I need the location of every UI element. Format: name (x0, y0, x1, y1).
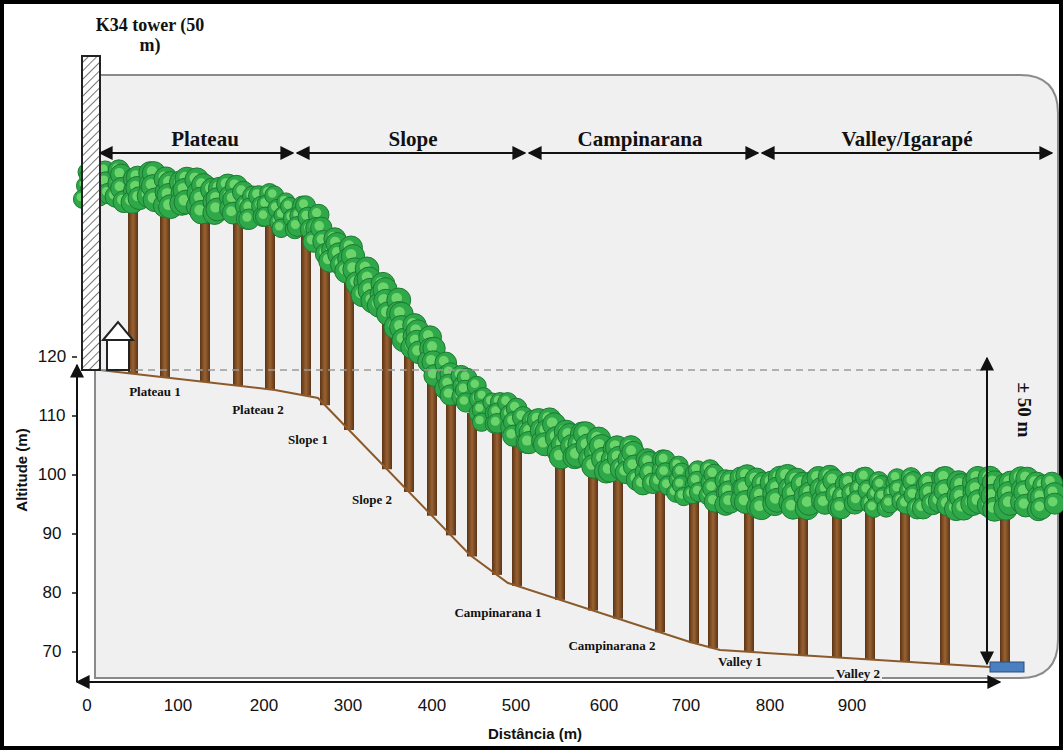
tree-trunk (467, 413, 477, 557)
zone-arrow (762, 152, 1052, 154)
y-tick-label: 80 (43, 584, 62, 603)
zone-label: Valley/Igarapé (841, 128, 972, 151)
x-tick-label: 700 (672, 697, 700, 716)
tree-trunk (798, 508, 808, 655)
tree-trunk (200, 213, 210, 382)
x-tick-label: 100 (164, 697, 192, 716)
reference-line (100, 369, 985, 371)
x-tick-label: 300 (334, 697, 362, 716)
tree-trunk (708, 503, 718, 649)
tower (82, 56, 100, 370)
site-label: Campinarana 1 (452, 606, 543, 620)
site-label: Plateau 2 (230, 403, 286, 417)
x-tick-label: 800 (756, 697, 784, 716)
y-ticks (72, 357, 77, 652)
x-tick-label: 900 (838, 697, 866, 716)
x-axis (77, 681, 1000, 683)
site-label: Valley 2 (834, 667, 882, 681)
tree-trunk (265, 225, 275, 389)
tree-trunk (446, 397, 456, 536)
zone-label: Slope (388, 128, 437, 151)
x-tick-label: 600 (590, 697, 618, 716)
tree-trunk (427, 374, 437, 516)
panel (95, 75, 1058, 678)
tree-trunk (865, 509, 875, 660)
forest (73, 160, 1063, 667)
range-label: ± 50 m (1014, 383, 1035, 438)
zone-arrow (297, 152, 525, 154)
x-tick-label: 500 (502, 697, 530, 716)
tower-label: K34 tower (50 m) (90, 16, 210, 56)
axis-title: Altitude (m) (14, 428, 31, 511)
tree-trunk (492, 429, 502, 575)
canopy (1044, 493, 1063, 514)
zone-label: Campinarana (578, 128, 703, 151)
zone-arrow (100, 152, 293, 154)
y-tick-label: 70 (43, 643, 62, 662)
tree-trunk (689, 499, 699, 643)
zone-label: Plateau (171, 128, 239, 151)
x-tick-label: 400 (418, 697, 446, 716)
tree-trunk (344, 280, 354, 430)
height-arrow (986, 358, 988, 664)
tree-trunk (744, 508, 754, 652)
site-label: Valley 1 (716, 655, 764, 669)
zone-arrow (529, 152, 758, 154)
tree-trunk (233, 218, 243, 386)
y-axis (76, 365, 78, 682)
tree-trunk (655, 490, 665, 633)
tree-trunk (382, 320, 392, 469)
house (107, 340, 129, 370)
y-tick-label: 110 (38, 407, 65, 426)
tree-trunk (588, 467, 598, 610)
y-tick-label: 90 (43, 525, 62, 544)
y-tick-label: 120 (38, 348, 66, 367)
tree-trunk (1000, 510, 1010, 667)
site-label: Slope 2 (350, 493, 394, 507)
axis-title: Distância (m) (488, 726, 582, 743)
tree-trunk (940, 509, 950, 664)
tree-trunk (160, 206, 170, 377)
tree-trunk (512, 439, 522, 586)
site-label: Slope 1 (286, 433, 330, 447)
ground-profile (100, 370, 990, 667)
site-label: Campinarana 2 (566, 639, 657, 653)
tree-trunk (404, 346, 414, 492)
tree-trunk (320, 255, 330, 405)
tree-trunk (555, 456, 565, 600)
x-tick-label: 0 (82, 697, 91, 716)
stream (990, 662, 1024, 672)
site-label: Plateau 1 (127, 385, 183, 399)
house-roof (103, 322, 133, 340)
x-tick-label: 200 (250, 697, 278, 716)
tree-trunk (613, 476, 623, 619)
tree-trunk (301, 235, 311, 396)
y-tick-label: 100 (38, 466, 66, 485)
tree-trunk (832, 509, 842, 658)
tree-trunk (900, 509, 910, 662)
